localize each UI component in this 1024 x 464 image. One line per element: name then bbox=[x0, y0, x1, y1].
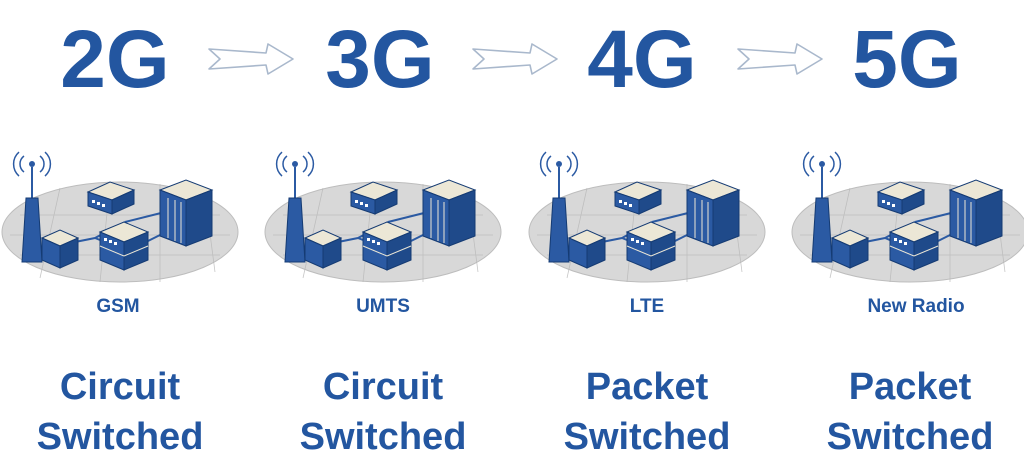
right-arrow-icon bbox=[735, 42, 825, 76]
switching-type-line1: Packet bbox=[585, 366, 709, 408]
generation-label-5g: 5G bbox=[852, 14, 962, 105]
technology-label-lte: LTE bbox=[629, 296, 665, 317]
switching-type-line1: Circuit bbox=[322, 366, 444, 408]
generation-label-4g: 4G bbox=[587, 14, 697, 105]
switching-type-3g: Circuit Switched bbox=[263, 362, 503, 462]
switching-type-2g: Circuit Switched bbox=[0, 362, 240, 462]
switching-type-line2: Switched bbox=[826, 416, 994, 458]
technology-label-gsm: GSM bbox=[96, 296, 140, 317]
switching-type-line1: Packet bbox=[848, 366, 972, 408]
generation-label-2g: 2G bbox=[60, 14, 170, 105]
technology-label-umts: UMTS bbox=[356, 296, 410, 317]
network-infrastructure-icon bbox=[527, 150, 767, 284]
switching-type-line1: Circuit bbox=[59, 366, 181, 408]
generation-label-3g: 3G bbox=[325, 14, 435, 105]
switching-type-5g: Packet Switched bbox=[790, 362, 1024, 462]
right-arrow-icon bbox=[206, 42, 296, 76]
technology-label-new-radio: New Radio bbox=[867, 296, 965, 317]
switching-type-line2: Switched bbox=[299, 416, 467, 458]
right-arrow-icon bbox=[470, 42, 560, 76]
switching-type-line2: Switched bbox=[36, 416, 204, 458]
switching-type-4g: Packet Switched bbox=[527, 362, 767, 462]
switching-type-line2: Switched bbox=[563, 416, 731, 458]
network-infrastructure-icon bbox=[263, 150, 503, 284]
network-infrastructure-icon bbox=[0, 150, 240, 284]
network-infrastructure-icon bbox=[790, 150, 1024, 284]
